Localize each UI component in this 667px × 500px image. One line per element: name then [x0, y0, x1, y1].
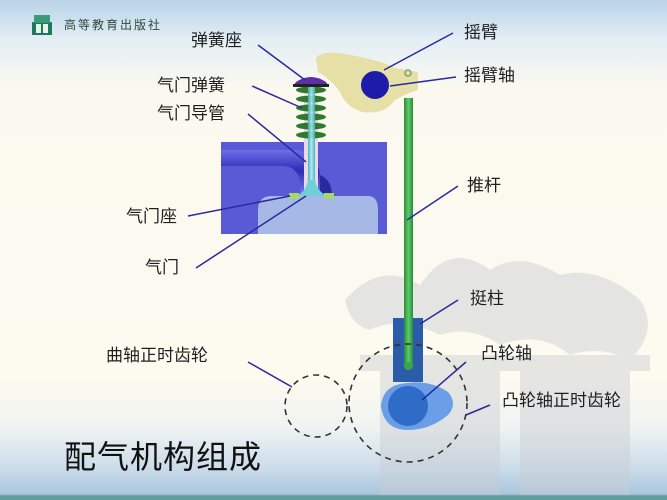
- slide-header: 高等教育出版社: [30, 10, 162, 38]
- crankshaft-timing-gear: [284, 374, 348, 438]
- tappet: [393, 318, 423, 382]
- label-valve-seat: 气门座: [126, 207, 177, 227]
- slide-title: 配气机构组成: [64, 438, 263, 476]
- label-valve-spring: 气门弹簧: [157, 76, 225, 96]
- label-rocker-shaft: 摇臂轴: [464, 66, 515, 86]
- label-push-rod: 推杆: [467, 176, 501, 196]
- label-tappet: 挺柱: [470, 289, 504, 309]
- label-crankshaft-timing-gear: 曲轴正时齿轮: [106, 346, 208, 366]
- label-camshaft: 凸轮轴: [481, 344, 532, 364]
- label-rocker-arm: 摇臂: [464, 23, 498, 43]
- valve-seat: [289, 193, 299, 199]
- publisher-book-logo-icon: [32, 15, 52, 35]
- camshaft: [381, 382, 453, 430]
- spring-seat: [294, 77, 328, 85]
- camshaft-timing-gear: [348, 343, 468, 463]
- rocker-shaft: [359, 69, 391, 101]
- label-spring-seat: 弹簧座: [191, 31, 242, 51]
- label-valve-guide: 气门导管: [157, 104, 225, 124]
- label-valve: 气门: [145, 258, 179, 278]
- push-rod: [404, 98, 413, 366]
- label-camshaft-timing-gear: 凸轮轴正时齿轮: [502, 391, 621, 411]
- leader-lines: [187, 32, 491, 416]
- publisher-name: 高等教育出版社: [64, 17, 163, 32]
